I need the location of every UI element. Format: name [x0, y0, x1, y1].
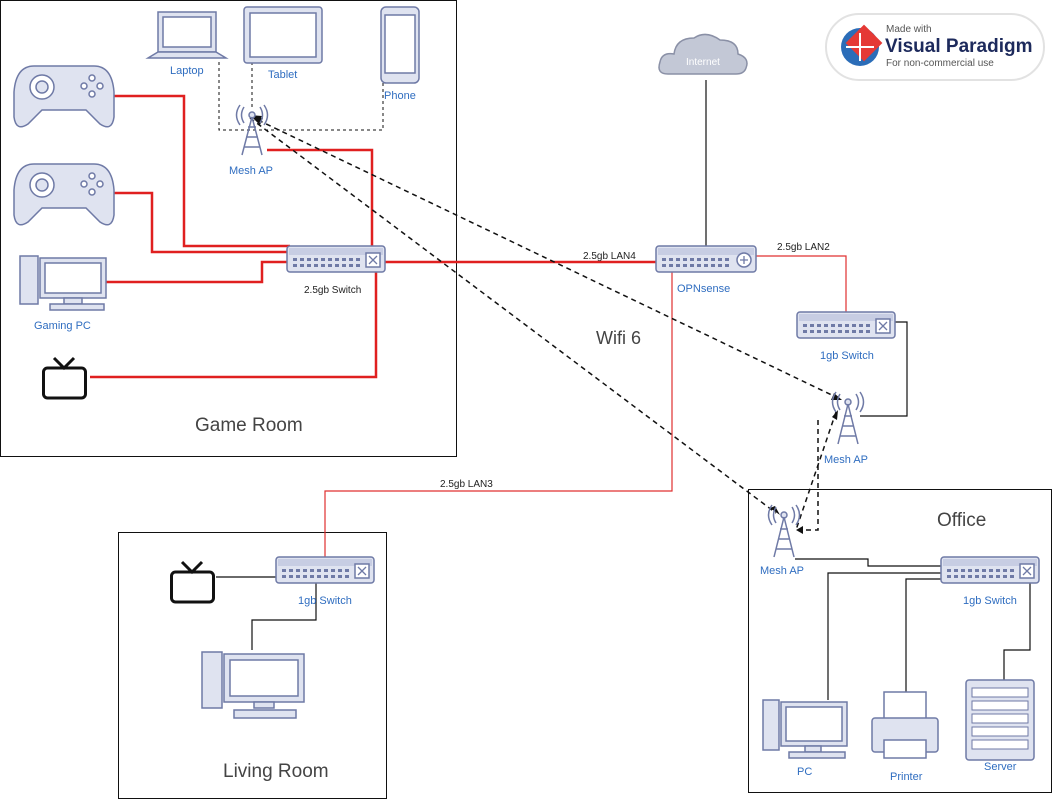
game-room-box	[0, 0, 457, 457]
antenna-icon	[767, 504, 801, 558]
living-room-label: Living Room	[223, 761, 329, 782]
phone-icon	[380, 6, 420, 84]
game-room-red-wiring	[90, 94, 656, 379]
pc-label: PC	[797, 766, 812, 778]
server-label: Server	[984, 761, 1017, 773]
arrowheads	[250, 115, 842, 534]
network-switch-icon	[940, 556, 1040, 584]
gaming-pc-icon	[19, 255, 107, 311]
wifi-standard-label: Wifi 6	[596, 328, 641, 348]
gaming-pc-label: Gaming PC	[34, 320, 91, 332]
switch-office-label: 1gb Switch	[963, 595, 1017, 607]
switch-1gb-top-label: 1gb Switch	[820, 350, 874, 362]
watermark-badge: Made with Visual Paradigm For non-commer…	[825, 13, 1045, 81]
living-room-box	[118, 532, 387, 799]
visual-paradigm-logo-icon	[841, 24, 883, 66]
laptop-icon	[145, 11, 229, 59]
tablet-label: Tablet	[268, 69, 297, 81]
mesh-ap-game-label: Mesh AP	[229, 165, 273, 177]
network-switch-icon	[796, 311, 896, 339]
watermark-note: For non-commercial use	[886, 58, 994, 69]
mesh-ap-middle-label: Mesh AP	[824, 454, 868, 466]
tv-icon	[42, 356, 87, 400]
network-switch-icon	[275, 556, 375, 584]
office-box	[748, 489, 1052, 793]
switch-game-label: 2.5gb Switch	[304, 285, 361, 296]
router-icon	[655, 245, 757, 273]
tv-icon	[170, 560, 215, 604]
switch-living-label: 1gb Switch	[298, 595, 352, 607]
watermark-made-with: Made with	[886, 24, 932, 35]
desktop-pc-icon	[201, 651, 305, 719]
game-room-label: Game Room	[195, 415, 303, 436]
lan3-label: 2.5gb LAN3	[440, 479, 493, 490]
lan2-label: 2.5gb LAN2	[777, 242, 830, 253]
black-wiring	[216, 80, 1031, 700]
gamepad-icon	[13, 163, 115, 226]
gamepad-icon	[13, 65, 115, 128]
office-label: Office	[937, 510, 986, 531]
desktop-pc-icon	[762, 699, 848, 759]
antenna-icon	[235, 104, 269, 156]
network-switch-icon	[286, 245, 386, 273]
cloud-icon	[658, 33, 748, 75]
antenna-icon	[831, 391, 865, 445]
opnsense-label: OPNsense	[677, 283, 730, 295]
printer-icon	[871, 691, 939, 759]
mesh-ap-office-label: Mesh AP	[760, 565, 804, 577]
lan2-link	[756, 255, 847, 316]
watermark-brand: Visual Paradigm	[885, 36, 1033, 57]
internet-label: Internet	[686, 57, 720, 68]
lan4-label: 2.5gb LAN4	[583, 251, 636, 262]
laptop-label: Laptop	[170, 65, 204, 77]
server-icon	[965, 679, 1035, 761]
lan3-link	[324, 270, 673, 560]
tablet-icon	[243, 6, 323, 64]
phone-label: Phone	[384, 90, 416, 102]
printer-label: Printer	[890, 771, 923, 783]
